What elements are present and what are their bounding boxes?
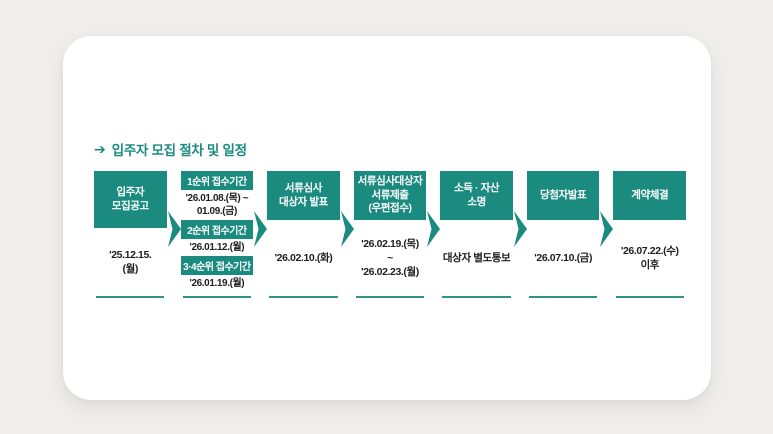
step-date: '26.01.19.(월)	[189, 278, 245, 289]
step-date: '26.02.19.(목) ~ '26.02.23.(월)	[361, 237, 419, 279]
section-title: ➔ 입주자 모집 절차 및 일정	[94, 139, 686, 159]
step-date: '26.02.10.(화)	[274, 251, 333, 264]
column-underline	[182, 296, 251, 298]
flow-arrow-icon	[426, 171, 441, 298]
step-box: 소득 · 자산 소명	[440, 171, 513, 220]
step-box: 입주자 모집공고	[94, 171, 167, 228]
step-column-contract-signing: 계약체결 '26.07.22.(수) 이후	[613, 171, 687, 298]
step-column-announcement: 입주자 모집공고 '25.12.15. (월)	[94, 171, 167, 298]
step-box: 서류심사 대상자 발표	[267, 171, 340, 220]
step-box: 1순위 접수기간	[180, 171, 254, 190]
flow-arrow-icon	[167, 171, 181, 298]
step-box: 계약체결	[613, 171, 687, 220]
step-date: 대상자 별도통보	[442, 251, 511, 264]
step-date: '26.01.12.(월)	[189, 242, 245, 253]
step-date: '26.01.08.(목) ~ 01.09.(금)	[185, 193, 249, 217]
column-underline	[529, 296, 598, 298]
flow-arrow-icon	[253, 171, 268, 298]
step-date: '25.12.15. (월)	[109, 248, 152, 275]
flow-arrow-icon	[513, 171, 527, 298]
column-underline	[442, 296, 511, 298]
arrow-right-icon: ➔	[94, 141, 106, 157]
step-box: 2순위 접수기간	[180, 220, 254, 239]
flow-arrow-icon	[340, 171, 354, 298]
step-box: 3·4순위 접수기간	[180, 256, 254, 275]
step-column-document-screening-announcement: 서류심사 대상자 발표 '26.02.10.(화)	[267, 171, 340, 298]
flow-arrow-icon	[599, 171, 614, 298]
step-date: '26.07.10.(금)	[534, 251, 593, 264]
column-underline	[269, 296, 338, 298]
step-column-application-periods: 1순위 접수기간 '26.01.08.(목) ~ 01.09.(금) 2순위 접…	[180, 171, 254, 298]
section-title-text: 입주자 모집 절차 및 일정	[111, 143, 247, 158]
column-underline	[615, 296, 684, 298]
step-column-document-submission: 서류심사대상자 서류제출 (우편접수) '26.02.19.(목) ~ '26.…	[353, 171, 427, 298]
column-underline	[96, 296, 165, 298]
step-date: '26.07.22.(수) 이후	[620, 244, 679, 271]
recruitment-schedule-diagram: ➔ 입주자 모집 절차 및 일정 입주자 모집공고 '25.12.15. (월)…	[94, 139, 687, 298]
column-underline	[355, 296, 425, 298]
step-box: 당첨자발표	[526, 171, 600, 220]
step-column-winner-announcement: 당첨자발표 '26.07.10.(금)	[526, 171, 600, 298]
step-column-income-asset-verification: 소득 · 자산 소명 대상자 별도통보	[440, 171, 513, 298]
process-flow: 입주자 모집공고 '25.12.15. (월) 1순위 접수기간 '26.01.…	[94, 171, 687, 298]
step-box: 서류심사대상자 서류제출 (우편접수)	[353, 171, 427, 220]
